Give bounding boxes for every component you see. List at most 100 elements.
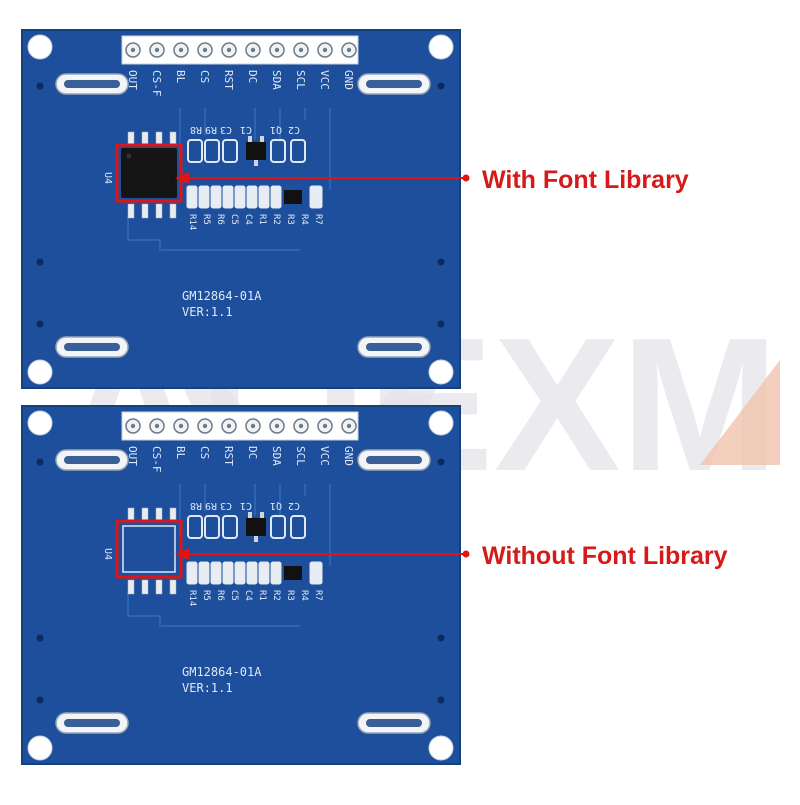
mounting-hole — [27, 359, 53, 385]
smd-pad — [187, 515, 203, 539]
header-pin-hole — [346, 47, 352, 53]
via — [437, 320, 445, 328]
mounting-hole — [27, 34, 53, 60]
model-label: GM12864-01A — [182, 289, 262, 303]
mounting-hole — [428, 410, 454, 436]
callout-label: With Font Library — [482, 166, 689, 194]
smd-pad — [198, 561, 210, 585]
header-pin-hole — [130, 47, 136, 53]
component-label: R2 — [271, 590, 281, 601]
smd-pad — [204, 139, 220, 163]
callout-arrowhead — [175, 172, 189, 184]
bracket-slot — [366, 719, 422, 727]
via — [437, 634, 445, 642]
component-label: R7 — [313, 214, 323, 225]
component-label: C1 — [240, 500, 252, 511]
header-pin-hole — [346, 423, 352, 429]
component-label: C4 — [243, 590, 253, 601]
chip-pad — [169, 579, 177, 595]
via — [36, 634, 44, 642]
component-label: R7 — [313, 590, 323, 601]
header-pin-hole — [130, 423, 136, 429]
chip-pad — [141, 579, 149, 595]
callout-without-font-library: Without Font Library — [482, 542, 728, 571]
smd-pad — [222, 185, 234, 209]
component-label: C5 — [229, 590, 239, 601]
pin-label: CS — [198, 70, 211, 83]
callout-label: Without Font Library — [482, 542, 728, 570]
component-label: R4 — [299, 214, 309, 225]
mounting-hole — [428, 34, 454, 60]
header-pin-hole — [274, 47, 280, 53]
smd-pad — [309, 561, 323, 585]
via — [36, 458, 44, 466]
header-pin-hole — [298, 47, 304, 53]
transistor-lead — [254, 536, 258, 542]
bracket-slot — [366, 456, 422, 464]
smd-pad — [186, 561, 198, 585]
component-label: C3 — [220, 500, 232, 511]
header-pin-hole — [250, 47, 256, 53]
smd-pad — [187, 139, 203, 163]
header-pin-hole — [178, 47, 184, 53]
component-label: C3 — [220, 124, 232, 135]
smd-pad — [234, 561, 246, 585]
chip-ref-label: U4 — [102, 548, 113, 560]
smd-pad — [210, 185, 222, 209]
transistor-lead — [248, 512, 252, 518]
smd-pad — [270, 185, 282, 209]
font-library-chip — [121, 148, 177, 198]
component-label: R6 — [215, 590, 225, 601]
transistor — [284, 566, 302, 580]
smd-pad — [258, 561, 270, 585]
pin-label: CS-F — [150, 70, 163, 97]
bracket-slot — [64, 456, 120, 464]
header-pin-hole — [202, 423, 208, 429]
highlight-box — [115, 519, 183, 579]
highlight-box — [115, 143, 183, 203]
pin-label: DC — [246, 70, 259, 83]
via — [437, 696, 445, 704]
smd-pad — [204, 515, 220, 539]
bracket-slot — [64, 343, 120, 351]
mounting-hole — [27, 410, 53, 436]
pin-label: OUT — [126, 446, 139, 466]
smd-pad — [222, 139, 238, 163]
component-label: Q1 — [270, 500, 282, 511]
via — [36, 82, 44, 90]
bracket-slot — [366, 80, 422, 88]
smd-pad — [270, 515, 286, 539]
component-label: C4 — [243, 214, 253, 225]
mounting-hole — [428, 735, 454, 761]
smd-pad — [234, 185, 246, 209]
chip-pad — [127, 203, 135, 219]
transistor-lead — [248, 136, 252, 142]
component-label: R3 — [285, 590, 295, 601]
transistor — [246, 142, 266, 160]
header-pin-hole — [226, 47, 232, 53]
header-pin-hole — [322, 423, 328, 429]
via — [437, 82, 445, 90]
transistor — [246, 518, 266, 536]
component-label: R9 — [205, 500, 217, 511]
component-label: R14 — [187, 214, 197, 230]
component-label: C2 — [288, 500, 300, 511]
component-label: C5 — [229, 214, 239, 225]
callout-dot — [462, 550, 470, 558]
pin-label: RST — [222, 446, 235, 466]
smd-pad — [210, 561, 222, 585]
pin-label: CS — [198, 446, 211, 459]
pcb-trace — [127, 591, 300, 627]
header-pin-hole — [298, 423, 304, 429]
mounting-hole — [27, 735, 53, 761]
pin-label: SDA — [270, 446, 283, 466]
header-pin-hole — [250, 423, 256, 429]
pin-label: CS-F — [150, 446, 163, 473]
pin-label: GND — [342, 446, 355, 466]
component-label: R9 — [205, 124, 217, 135]
component-label: C2 — [288, 124, 300, 135]
pin-label: SDA — [270, 70, 283, 90]
